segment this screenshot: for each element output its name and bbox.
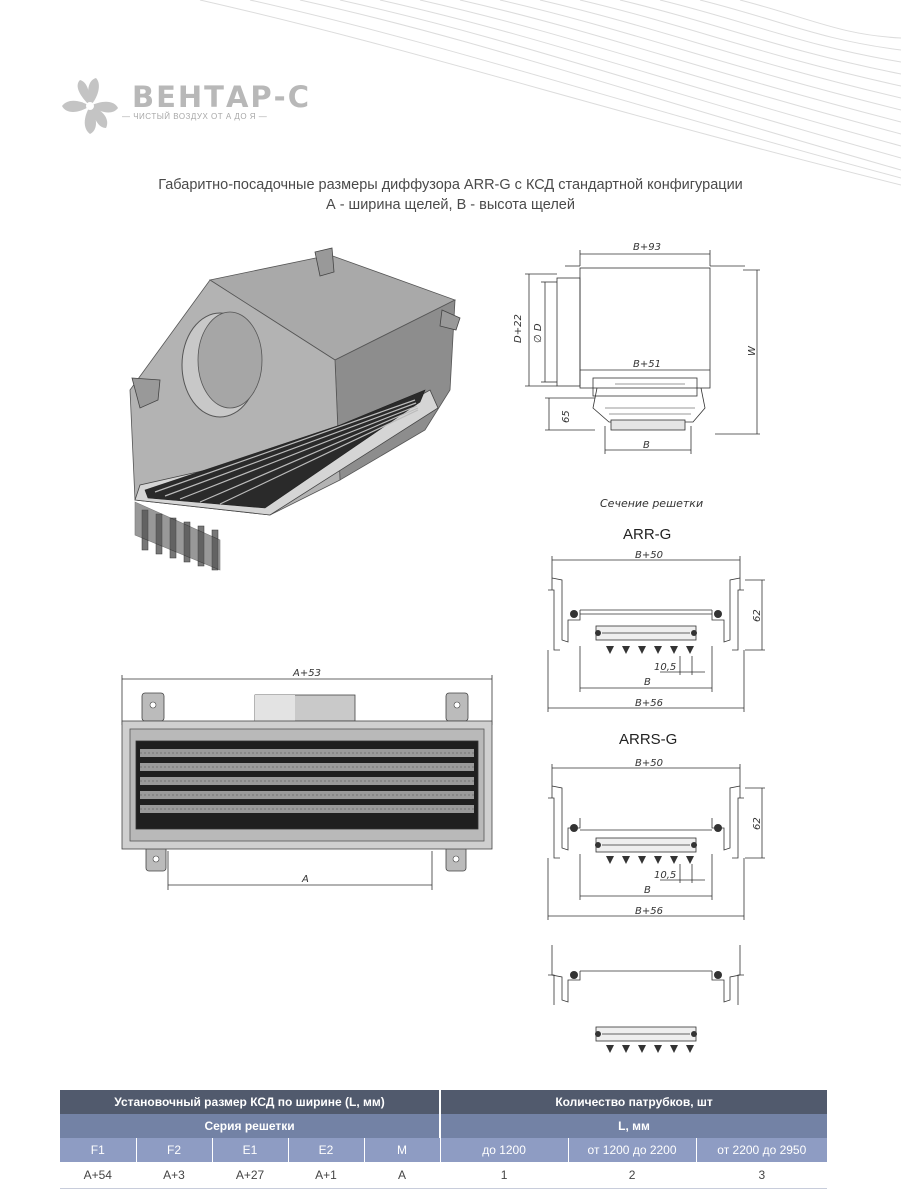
arr-g-dim-b56: B+56 <box>635 698 663 709</box>
column-header: E1 <box>211 1138 288 1162</box>
isometric-diffuser-drawing <box>129 247 461 571</box>
dim-b93: B+93 <box>633 242 661 253</box>
arrs-g-dim-b56: B+56 <box>635 906 663 917</box>
dim-b: B <box>643 440 650 451</box>
exploded-parts-drawing <box>548 945 744 1053</box>
table-cell: A+54 <box>60 1162 136 1189</box>
table-cell: A+27 <box>211 1162 288 1189</box>
column-header: F1 <box>60 1138 136 1162</box>
arrs-g-dim-10-5: 10,5 <box>654 870 676 881</box>
column-header: M <box>363 1138 441 1162</box>
table-cell: 2 <box>567 1162 697 1189</box>
dim-w: W <box>747 345 758 356</box>
arrs-g-title: ARRS-G <box>619 731 678 748</box>
arr-g-dim-10-5: 10,5 <box>654 662 676 673</box>
column-header: E2 <box>287 1138 364 1162</box>
front-dim-a53: A+53 <box>292 668 321 679</box>
table-header-row: Установочный размер КСД по ширине (L, мм… <box>60 1090 828 1114</box>
arrs-g-dim-62: 62 <box>752 817 763 830</box>
title-line-1: Габаритно-посадочные размеры диффузора A… <box>158 177 743 193</box>
title-line-2: А - ширина щелей, В - высота щелей <box>326 197 575 213</box>
arr-g-dim-b50: B+50 <box>635 550 663 561</box>
column-header: до 1200 <box>439 1138 569 1162</box>
arr-g-section-drawing: B+50 62 10,5 B B+56 <box>547 550 765 712</box>
column-header: от 2200 до 2950 <box>695 1138 828 1162</box>
document-title: Габаритно-посадочные размеры диффузора A… <box>0 175 901 215</box>
dim-d: ∅ D <box>533 323 544 343</box>
left-group-header: Установочный размер КСД по ширине (L, мм… <box>60 1090 441 1114</box>
section-caption: Сечение решетки <box>600 497 704 510</box>
table-cell: A+1 <box>287 1162 364 1189</box>
table-cell: 1 <box>439 1162 569 1189</box>
arr-g-title: ARR-G <box>623 526 672 543</box>
header-wave-lines <box>199 0 901 186</box>
arrs-g-dim-b50: B+50 <box>635 758 663 769</box>
front-view-drawing: A+53 A <box>121 668 493 890</box>
table-cell: A+3 <box>135 1162 212 1189</box>
brand-tagline: — ЧИСТЫЙ ВОЗДУХ ОТ А ДО Я — <box>122 112 268 121</box>
right-subheader: L, мм <box>439 1114 828 1138</box>
column-header: от 1200 до 2200 <box>567 1138 697 1162</box>
arr-g-dim-62: 62 <box>752 609 763 622</box>
dim-65: 65 <box>561 410 572 423</box>
table-cell: 3 <box>695 1162 828 1189</box>
right-group-header: Количество патрубков, шт <box>439 1090 828 1114</box>
arrs-g-dim-b: B <box>644 885 651 896</box>
arr-g-dim-b: B <box>644 677 651 688</box>
table-cell: A <box>363 1162 441 1189</box>
fan-icon <box>62 78 118 134</box>
spec-table: Установочный размер КСД по ширине (L, мм… <box>60 1090 828 1189</box>
arrs-g-section-drawing: B+50 62 10,5 B B+56 <box>547 758 765 920</box>
brand-name: ВЕНТАР-С <box>132 80 311 114</box>
dim-b51: B+51 <box>633 359 661 370</box>
side-section-drawing: B+93 D+22 ∅ D B+51 W 65 B <box>513 242 760 454</box>
table-column-row: F1 F2 E1 E2 M до 1200 от 1200 до 2200 от… <box>60 1138 828 1162</box>
table-subheader-row: Серия решетки L, мм <box>60 1114 828 1138</box>
dim-d22: D+22 <box>513 314 524 343</box>
table-row: A+54 A+3 A+27 A+1 A 1 2 3 <box>60 1162 828 1189</box>
column-header: F2 <box>135 1138 212 1162</box>
front-dim-a: A <box>301 874 309 885</box>
left-subheader: Серия решетки <box>60 1114 441 1138</box>
